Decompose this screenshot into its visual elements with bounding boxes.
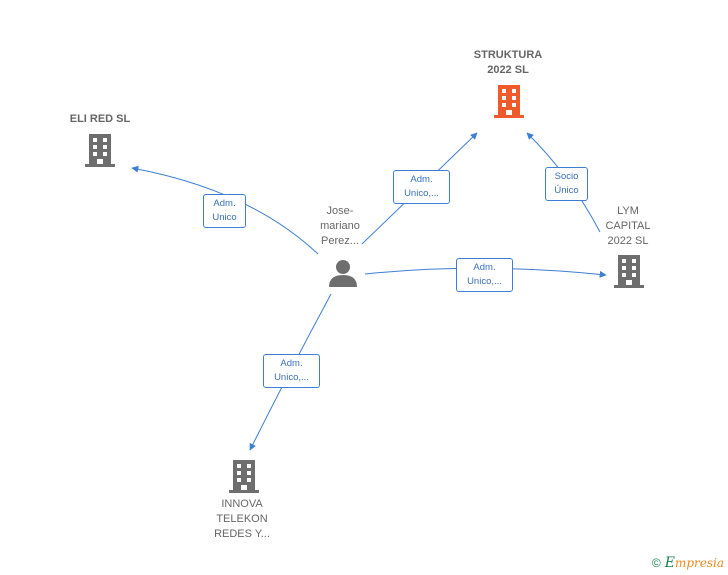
innova-building-icon[interactable] <box>229 460 259 493</box>
elired-building-icon[interactable] <box>85 134 115 167</box>
node-label-elired[interactable]: ELI RED SL <box>69 113 131 125</box>
node-label-innova[interactable]: INNOVA TELEKON REDES Y... <box>214 498 270 540</box>
footer: © Empresia <box>652 555 724 571</box>
edge-label-lym[interactable]: Adm. Unico,... <box>456 258 513 292</box>
edge-label-innova[interactable]: Adm. Unico,... <box>263 354 320 388</box>
node-label-lym[interactable]: LYM CAPITAL 2022 SL <box>605 205 651 247</box>
struktura-building-icon[interactable] <box>494 85 524 118</box>
node-label-struktura[interactable]: STRUKTURA 2022 SL <box>473 49 543 76</box>
node-label-person[interactable]: Jose- mariano Perez... <box>320 205 360 247</box>
person-icon[interactable] <box>329 260 357 287</box>
brand-logo[interactable]: Empresia <box>664 555 724 571</box>
copyright-icon: © <box>651 556 661 570</box>
edge-label-elired[interactable]: Adm. Unico <box>203 194 246 228</box>
edge-label-struktura[interactable]: Adm. Unico,... <box>393 170 450 204</box>
edge-label-socio[interactable]: Socio Único <box>545 167 588 201</box>
lym-building-icon[interactable] <box>614 255 644 288</box>
